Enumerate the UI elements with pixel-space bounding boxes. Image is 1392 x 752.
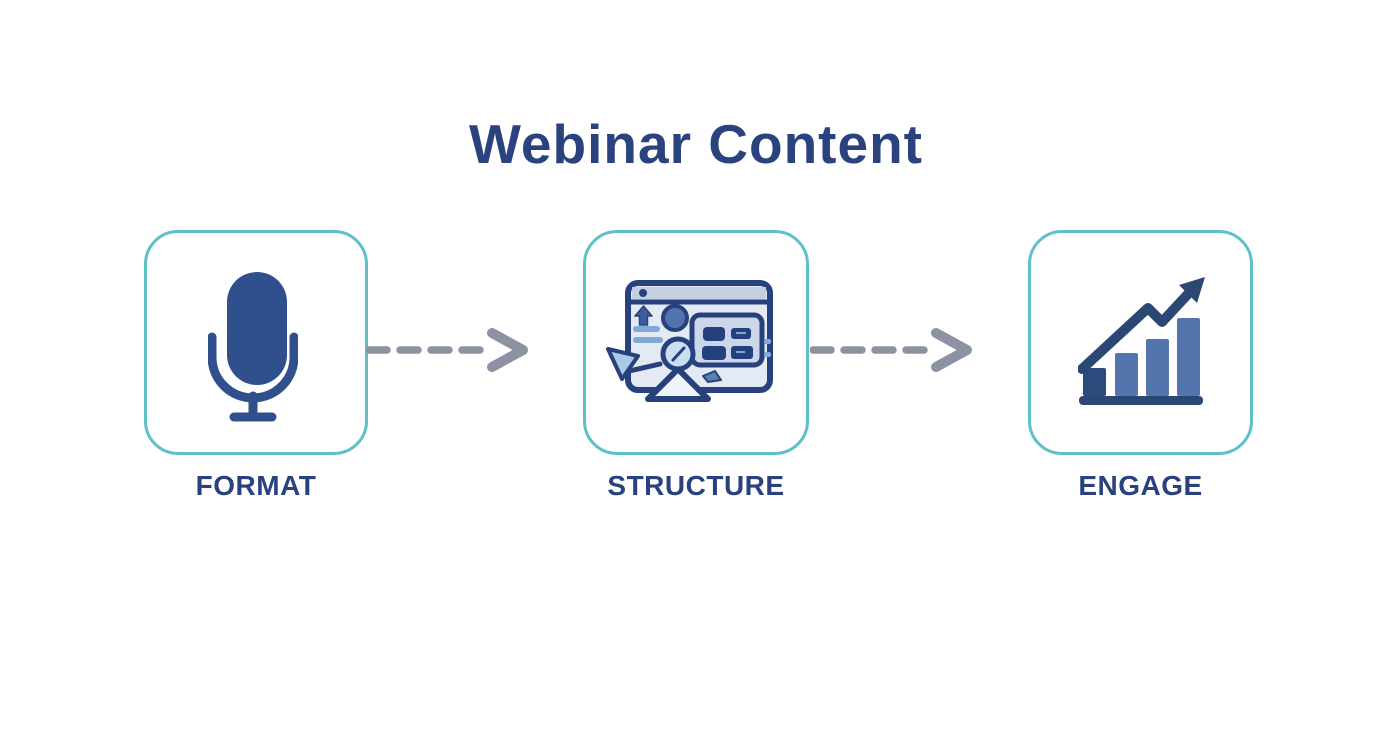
dashed-arrow-1	[366, 328, 528, 372]
step-card-format	[144, 230, 368, 455]
webpage-wireframe-icon	[606, 280, 773, 402]
step-card-engage	[1028, 230, 1253, 455]
step-card-structure	[583, 230, 809, 455]
step-label-engage: ENGAGE	[1078, 470, 1203, 501]
dashed-arrow-2	[810, 328, 972, 372]
diagram-title: Webinar Content	[469, 113, 923, 175]
growth-bar-chart-icon	[1078, 277, 1205, 405]
step-label-format: FORMAT	[195, 470, 317, 501]
microphone-icon	[208, 272, 298, 422]
step-label-structure: STRUCTURE	[607, 470, 785, 501]
